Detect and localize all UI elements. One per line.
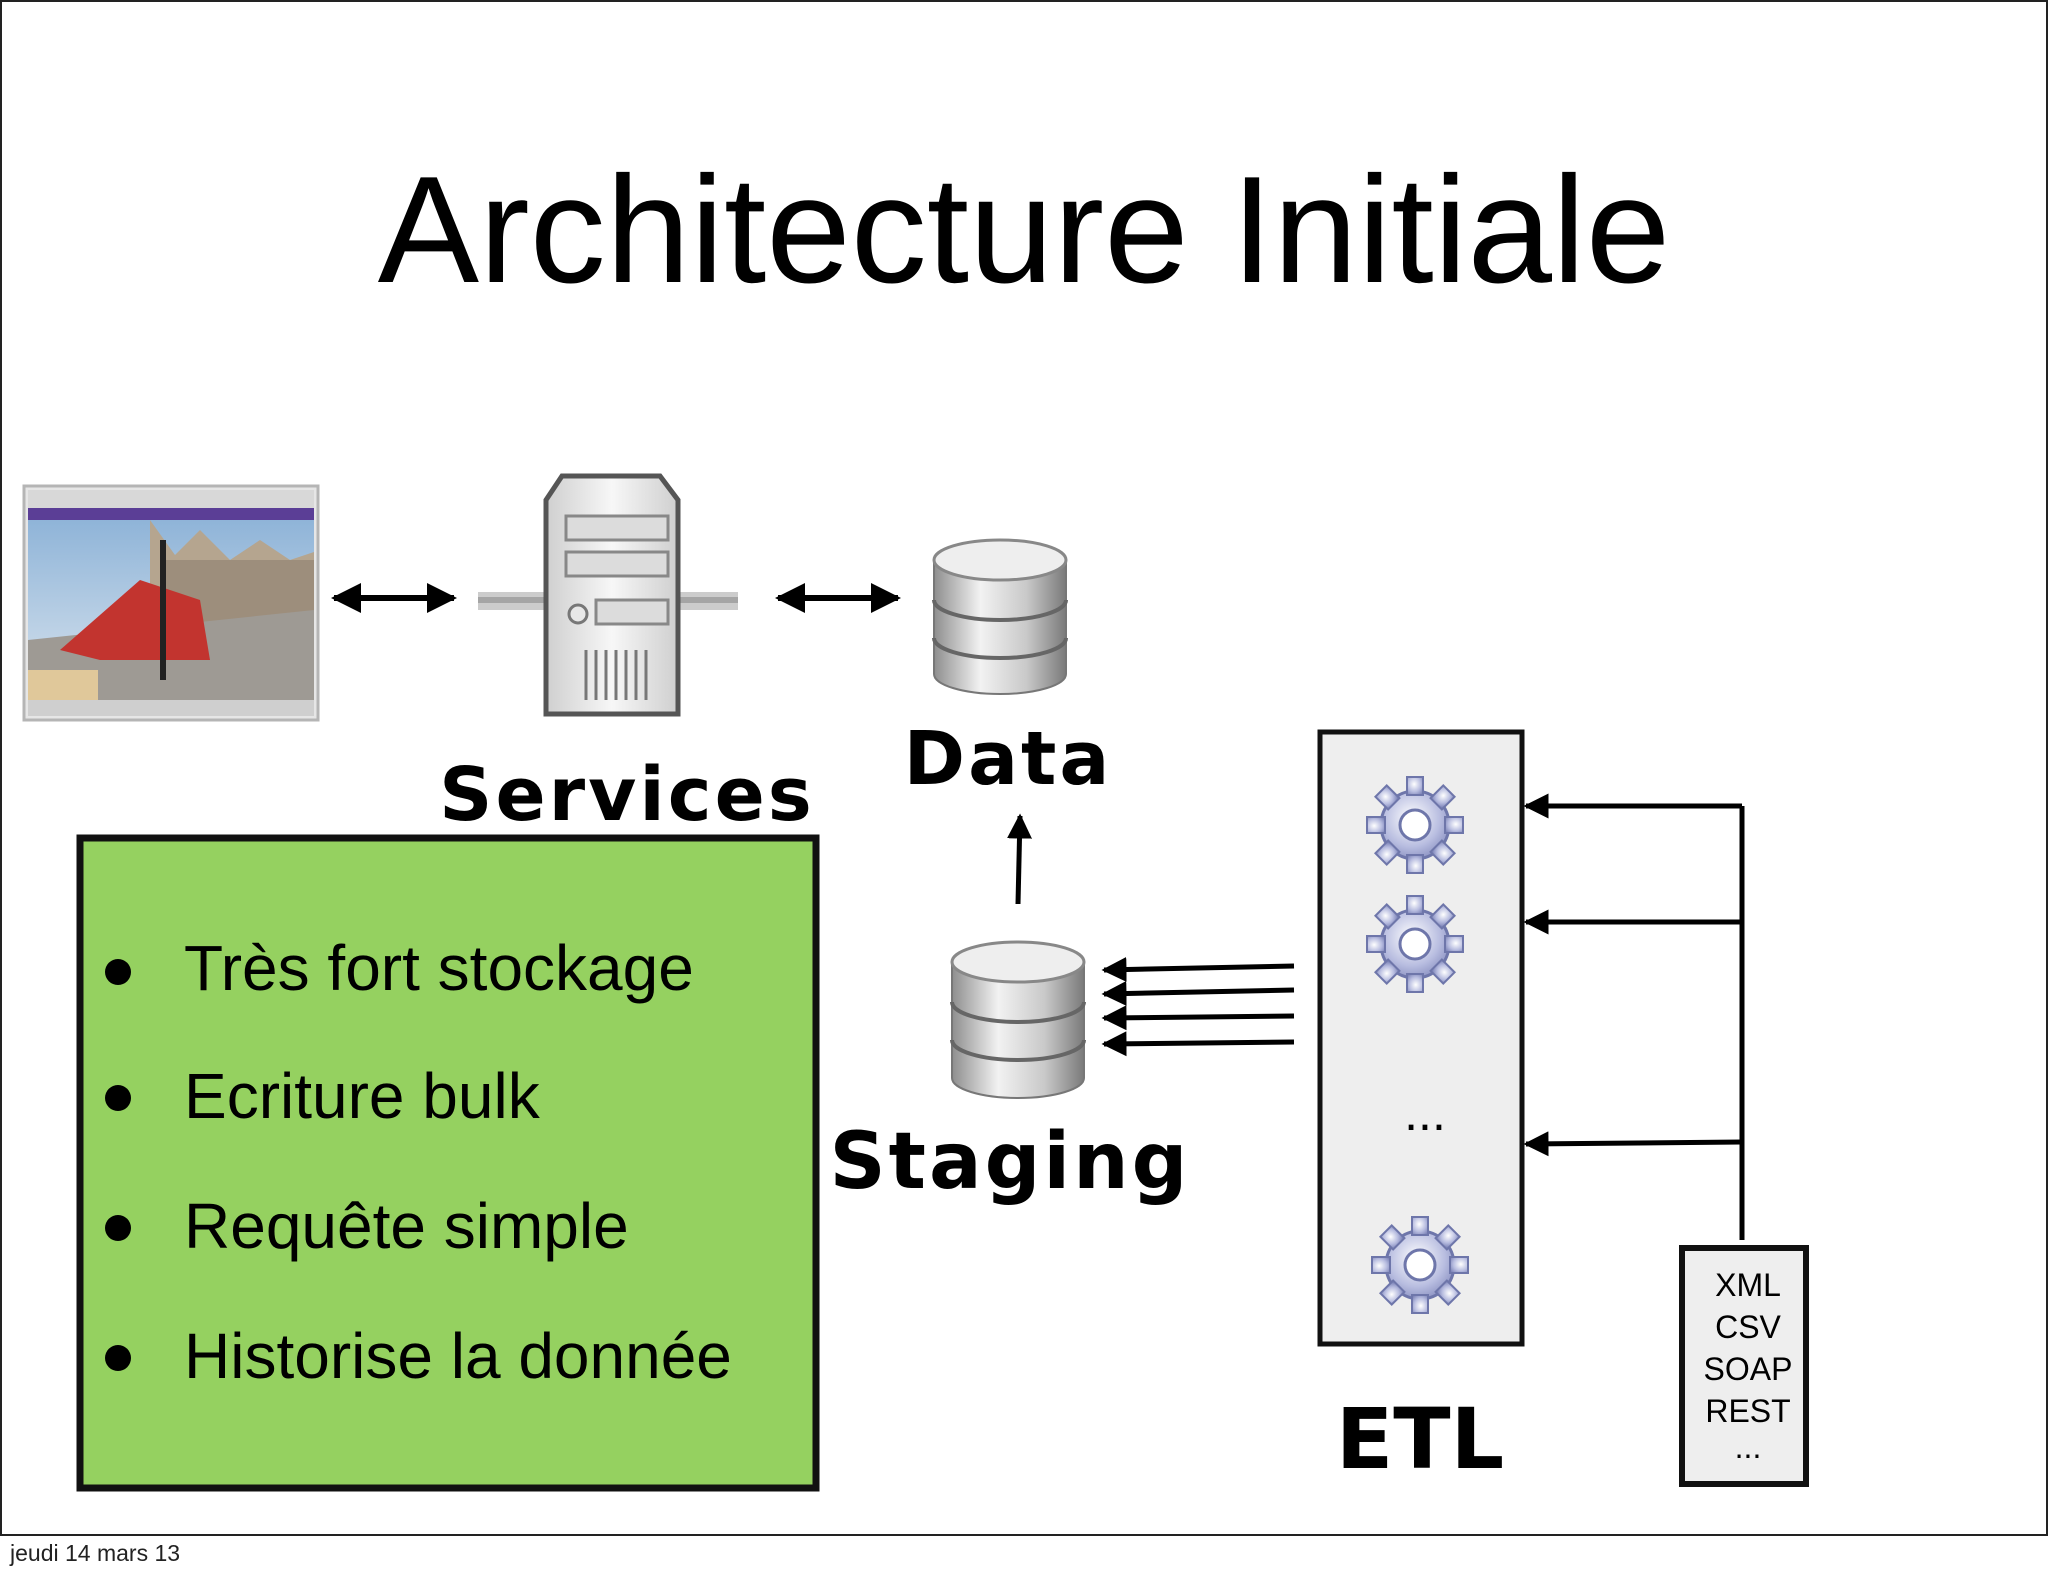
bullet-dot [105, 1085, 131, 1111]
feature-item: Ecriture bulk [184, 1060, 541, 1132]
source-item: CSV [1715, 1309, 1781, 1345]
source-item: REST [1705, 1393, 1790, 1429]
etl-label: ETL [1336, 1390, 1504, 1488]
services-label: Services [439, 752, 815, 838]
feature-item: Historise la donnée [184, 1320, 732, 1392]
browser-screenshot-icon [22, 484, 320, 722]
etl-staging-arrows [1101, 957, 1295, 1057]
gear-icon [1366, 776, 1464, 874]
slide-title: Architecture Initiale [378, 145, 1671, 315]
staging-data-arrow [1006, 813, 1032, 905]
source-item: SOAP [1704, 1351, 1793, 1387]
sources-etl-connector [1523, 793, 1745, 1240]
gear-icon [1366, 895, 1464, 993]
server-tower-icon [478, 473, 738, 717]
sources-box [1679, 1245, 1809, 1487]
slide-footer-date: jeudi 14 mars 13 [10, 1540, 181, 1566]
features-box [76, 834, 820, 1492]
bullet-dot [105, 959, 131, 985]
staging-database-icon [950, 940, 1086, 1099]
etl-ellipsis: ... [1404, 1085, 1446, 1141]
sources-list: XML CSV SOAP REST ... [1704, 1267, 1793, 1465]
features-list: Très fort stockage Ecriture bulk Requête… [105, 932, 732, 1392]
bullet-dot [105, 1215, 131, 1241]
bullet-dot [105, 1345, 131, 1371]
feature-item: Requête simple [184, 1190, 629, 1262]
source-item: XML [1715, 1267, 1781, 1303]
staging-label: Staging [829, 1117, 1190, 1207]
data-database-icon [932, 538, 1068, 695]
gear-icon [1371, 1216, 1469, 1314]
source-item: ... [1735, 1429, 1762, 1465]
data-label: Data [904, 716, 1113, 802]
feature-item: Très fort stockage [184, 932, 694, 1004]
